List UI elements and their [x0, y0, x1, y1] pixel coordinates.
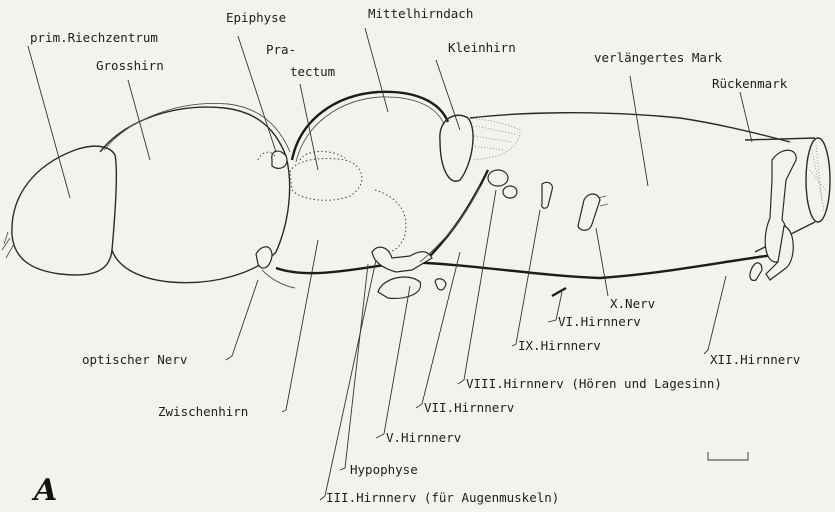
label-nerv-xii: XII.Hirnnerv [710, 352, 800, 367]
optic-nerve-shape [256, 247, 272, 268]
label-zwischenhirn: Zwischenhirn [158, 404, 248, 419]
label-praetectum-line2: tectum [290, 64, 335, 79]
hypoglossal-nerve-shape [750, 263, 762, 280]
brain-base-line [276, 254, 780, 278]
praetectum-area [290, 159, 362, 201]
label-hypophyse: Hypophyse [350, 462, 418, 477]
epiphysis-shape [272, 151, 287, 168]
diencephalon-area [375, 190, 406, 252]
label-nerv-viii: VIII.Hirnnerv (Hören und Lagesinn) [466, 376, 722, 391]
label-nerv-x: X.Nerv [610, 296, 655, 311]
label-nerv-vi: VI.Hirnnerv [558, 314, 641, 329]
label-kleinhirn: Kleinhirn [448, 40, 516, 55]
olfactory-bulb-outline [12, 146, 117, 275]
label-nerv-iii: III.Hirnnerv (für Augenmuskeln) [326, 490, 559, 505]
hypophysis-shape [378, 277, 421, 298]
scale-bar [708, 452, 748, 460]
label-prim-riechzentrum: prim.Riechzentrum [30, 30, 158, 45]
vagus-nerve-shape [578, 194, 600, 230]
label-nerv-ix: IX.Hirnnerv [518, 338, 601, 353]
label-epiphyse: Epiphyse [226, 10, 286, 25]
label-optischer-nerv: optischer Nerv [82, 352, 187, 367]
label-rueckenmark: Rückenmark [712, 76, 788, 91]
label-praetectum-line1: Pra- [266, 42, 296, 57]
glossopharyngeal-nerve-shape [542, 182, 553, 208]
medulla-upper-edge [470, 113, 790, 142]
abducens-nerve-shape [552, 288, 566, 296]
cerebellum-outline [440, 115, 473, 181]
label-nerv-vii: VII.Hirnnerv [424, 400, 514, 415]
label-nerv-v: V.Hirnnerv [386, 430, 461, 445]
brain-drawing [2, 92, 830, 299]
panel-letter: A [31, 473, 57, 508]
label-mittelhirndach: Mittelhirndach [368, 6, 473, 21]
label-grosshirn: Grosshirn [96, 58, 164, 73]
label-verlaengertes-mark: verlängertes Mark [594, 50, 722, 65]
